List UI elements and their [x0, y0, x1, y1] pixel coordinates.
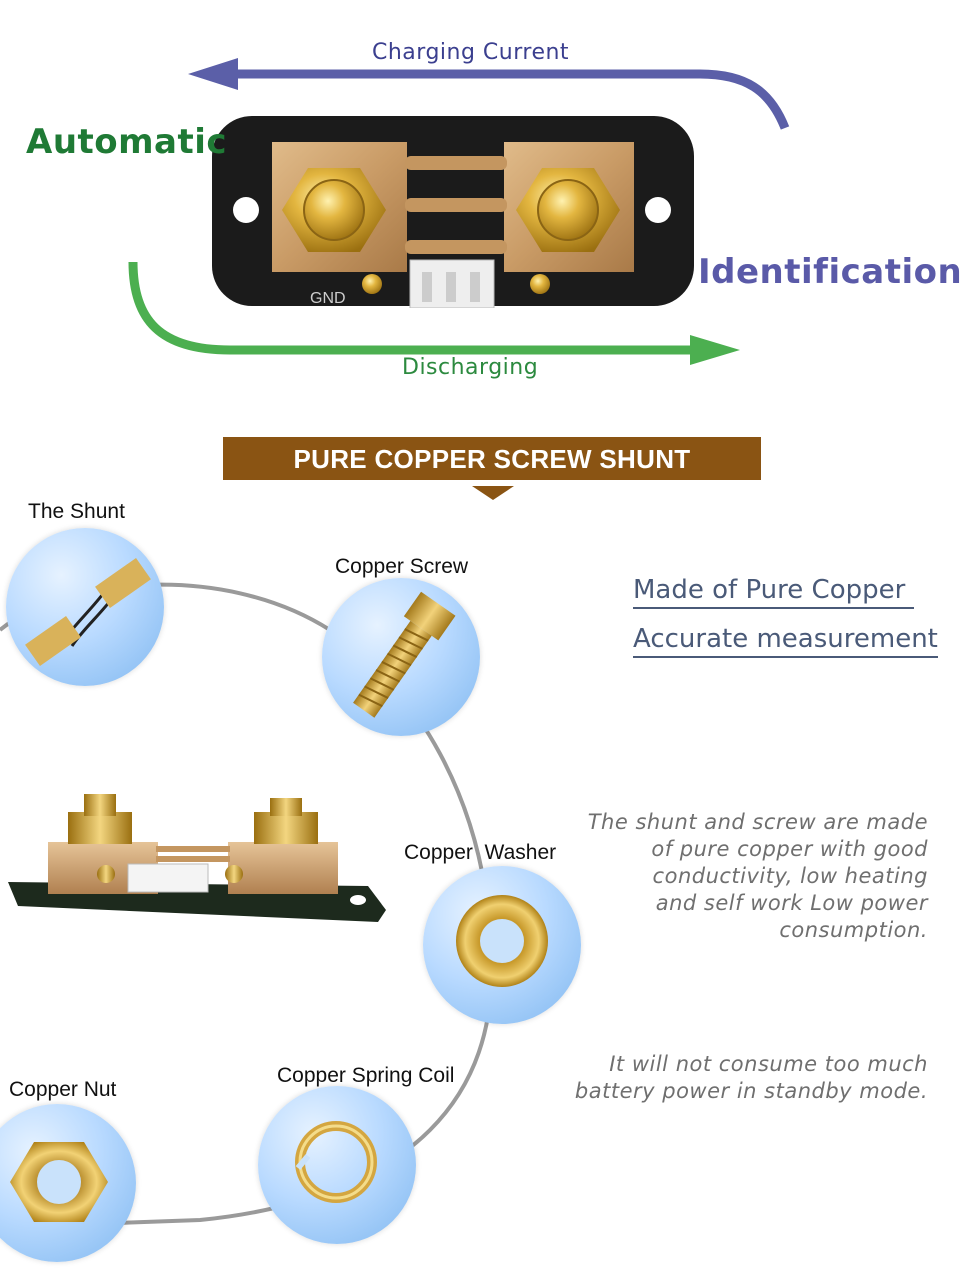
part-label-screw: Copper Screw	[335, 555, 469, 578]
part-label-spring: Copper Spring Coil	[277, 1064, 455, 1087]
part-label-nut: Copper Nut	[9, 1078, 117, 1101]
identification-label: Identification	[698, 252, 960, 292]
description-conductivity: The shunt and screw are made of pure cop…	[588, 809, 928, 944]
part-label-shunt: The Shunt	[28, 500, 125, 523]
gnd-label: GND	[310, 290, 346, 307]
charging-current-label: Charging Current	[372, 40, 570, 65]
shunt-board-image: GND	[212, 116, 694, 308]
feature-accurate-measurement: Accurate measurement	[633, 624, 938, 658]
banner-pointer	[472, 486, 514, 500]
feature-pure-copper: Made of Pure Copper	[633, 575, 914, 609]
discharging-arrowhead	[690, 335, 740, 365]
part-circle-spring	[258, 1086, 416, 1244]
flow-arrows	[128, 58, 790, 365]
description-line: The shunt and screw are made	[587, 810, 928, 834]
charging-arrow	[235, 69, 790, 130]
part-circle-washer	[423, 866, 581, 1024]
assembled-shunt-image	[8, 794, 386, 922]
screw-icon	[353, 591, 456, 718]
charging-arrowhead	[188, 58, 238, 90]
automatic-label: Automatic	[26, 122, 228, 162]
part-label-washer: Copper Washer	[404, 841, 557, 864]
washer-icon	[456, 895, 548, 987]
part-circle-screw	[322, 578, 480, 736]
description-line: battery power in standby mode.	[574, 1079, 928, 1103]
description-line: conductivity, low heating	[652, 864, 928, 888]
description-line: and self work Low power	[655, 891, 928, 915]
part-circle-nut	[0, 1104, 136, 1262]
shunt-icon	[25, 558, 151, 666]
nut-icon	[10, 1142, 108, 1222]
section-banner: PURE COPPER SCREW SHUNT	[223, 437, 761, 480]
discharging-label: Discharging	[402, 355, 539, 380]
discharging-arrow	[128, 261, 695, 355]
part-circle-shunt	[6, 528, 164, 686]
description-standby: It will not consume too much battery pow…	[575, 1051, 928, 1105]
description-line: of pure copper with good	[651, 837, 928, 861]
description-line: It will not consume too much	[609, 1052, 928, 1076]
description-line: consumption.	[779, 918, 928, 942]
spring-coil-icon	[295, 1121, 377, 1203]
